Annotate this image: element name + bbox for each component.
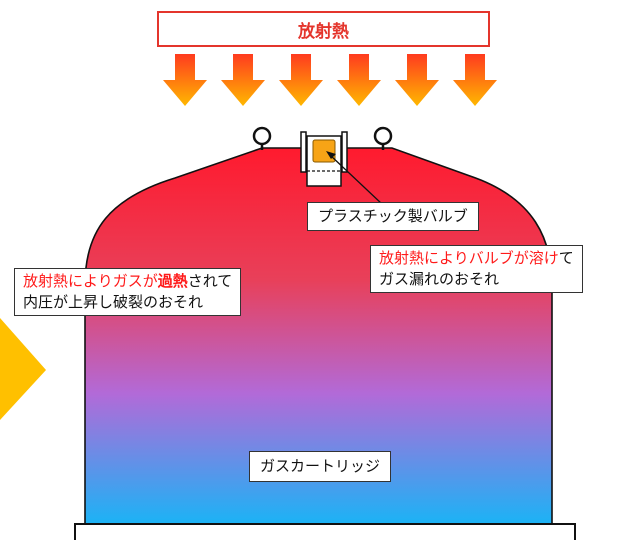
valve-melt-line2: ガス漏れのおそれ [379,270,500,288]
lifting-ring-icon [252,126,272,150]
heat-arrow-icon [453,54,497,106]
side-chevron-icon [0,318,46,420]
lifting-ring-icon [373,126,393,150]
gas-cartridge-label: ガスカートリッジ [249,451,392,482]
heat-arrows [163,54,497,106]
heat-arrow-icon [163,54,207,106]
valve-melt-line1: 放射熱によりバルブが溶けて [379,249,574,267]
plastic-valve-label: プラスチック製バルブ [307,202,479,231]
pointer-arrow-icon [326,151,383,205]
heat-arrow-icon [395,54,439,106]
cartridge-base-rim [74,523,576,540]
radiant-heat-banner: 放射熱 [157,11,490,47]
radiant-heat-text: 放射熱 [298,21,349,42]
valve-icon [300,131,348,187]
gas-overheat-warning: 放射熱によりガスが過熱されて 内圧が上昇し破裂のおそれ [14,268,242,316]
heat-arrow-icon [279,54,323,106]
valve-melt-warning: 放射熱によりバルブが溶けて ガス漏れのおそれ [370,245,583,293]
gas-overheat-line1: 放射熱によりガスが過熱されて [23,272,233,290]
gas-overheat-line2: 内圧が上昇し破裂のおそれ [23,293,204,311]
heat-arrow-icon [221,54,265,106]
heat-arrow-icon [337,54,381,106]
